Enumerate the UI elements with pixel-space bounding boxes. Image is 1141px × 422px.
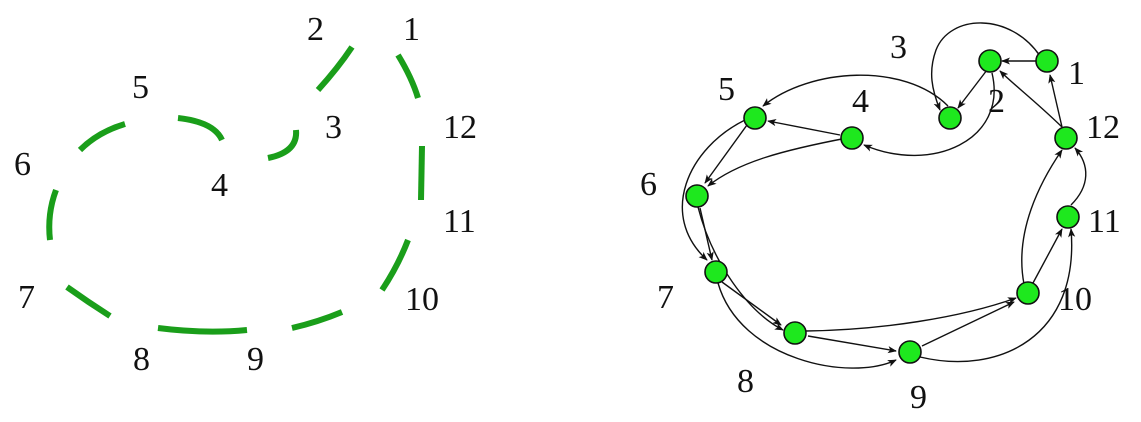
node-9: [898, 340, 922, 364]
curve-segment-7-8: [65, 284, 112, 319]
left-label-2: 2: [307, 11, 324, 48]
edge-5-6: [704, 124, 748, 184]
curve-segment-12-11: [418, 145, 425, 201]
curve-segment-8-9: [157, 325, 248, 335]
right-label-1: 1: [1068, 55, 1085, 92]
edge-7-9: [717, 282, 897, 369]
edge-12-2: [999, 70, 1063, 128]
right-label-9: 9: [910, 379, 927, 416]
edge-4-5: [767, 119, 841, 136]
right-label-5: 5: [718, 71, 735, 108]
curve-segment-3-4: [267, 129, 300, 161]
edge-12-1: [1048, 74, 1063, 128]
left-label-6: 6: [14, 146, 31, 183]
edge-11-12: [1070, 147, 1087, 206]
node-2: [978, 49, 1002, 73]
node-8: [783, 321, 807, 345]
left-label-7: 7: [18, 279, 35, 316]
edge-10-11: [1032, 228, 1063, 284]
curve-segment-5-6: [77, 121, 126, 153]
right-panel-graph: 1 2 3 4 5 6 7 8 9 10 11 12: [640, 22, 1121, 416]
edge-5-7: [681, 119, 746, 261]
node-1: [1035, 49, 1059, 73]
edge-1-3: [930, 22, 1041, 111]
edge-6-8: [697, 206, 784, 331]
node-3: [938, 106, 962, 130]
edge-8-10: [805, 297, 1017, 332]
right-label-6: 6: [640, 166, 657, 203]
edge-2-3: [957, 69, 988, 109]
node-5: [743, 106, 767, 130]
edge-9-10: [921, 301, 1015, 347]
edge-10-12: [1021, 149, 1063, 285]
curve-segment-5-4: [177, 115, 225, 142]
edge-8-9: [807, 335, 897, 354]
node-10: [1016, 281, 1040, 305]
node-12: [1054, 126, 1078, 150]
left-label-10: 10: [405, 281, 439, 318]
curve-segment-10-9: [291, 309, 344, 331]
right-label-10: 10: [1058, 281, 1092, 318]
node-4: [840, 126, 864, 150]
left-label-8: 8: [133, 341, 150, 378]
right-label-2: 2: [988, 83, 1005, 120]
node-7: [704, 260, 728, 284]
right-label-3: 3: [890, 29, 907, 66]
node-11: [1056, 205, 1080, 229]
edge-2-4: [863, 72, 995, 157]
right-label-11: 11: [1088, 203, 1121, 240]
left-label-1: 1: [403, 11, 420, 48]
curve-segment-2-3: [315, 45, 355, 93]
left-label-12: 12: [443, 109, 477, 146]
curve-segment-11-10: [379, 238, 411, 292]
graph-edges: [681, 22, 1087, 369]
curve-segment-1-12: [395, 53, 421, 99]
graph-nodes: [685, 49, 1080, 364]
right-label-12: 12: [1086, 109, 1120, 146]
edge-3-5: [762, 74, 949, 107]
left-panel-dashed-curve: 1 2 3 4 5 6 7 8 9 10 11 12: [14, 11, 477, 378]
left-label-11: 11: [443, 203, 476, 240]
left-label-3: 3: [325, 109, 342, 146]
left-label-4: 4: [211, 167, 228, 204]
curve-segment-6-7: [46, 188, 59, 241]
left-label-9: 9: [247, 341, 264, 378]
node-6: [685, 184, 709, 208]
right-label-4: 4: [852, 83, 869, 120]
edge-9-11: [919, 228, 1076, 363]
left-label-5: 5: [132, 69, 149, 106]
edge-7-8: [721, 281, 782, 326]
right-label-7: 7: [657, 279, 674, 316]
edge-4-6: [707, 137, 848, 187]
right-label-8: 8: [737, 363, 754, 400]
